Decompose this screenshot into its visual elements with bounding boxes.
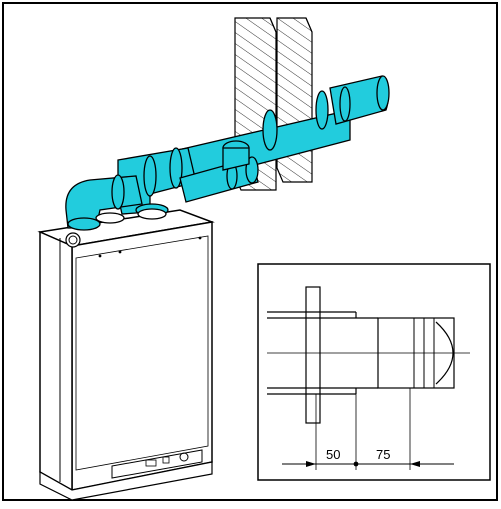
boiler-base bbox=[39, 461, 213, 501]
boiler bbox=[37, 209, 215, 501]
exhaust-terminal-end bbox=[376, 75, 390, 111]
flue-pipes bbox=[65, 75, 390, 231]
detail-wall-plate bbox=[305, 286, 321, 424]
detail-frame bbox=[257, 263, 491, 481]
dimension-label-75: 75 bbox=[376, 447, 390, 462]
boiler-control-knob bbox=[179, 452, 189, 462]
connection-front bbox=[67, 217, 101, 231]
exhaust-pipe-rear-collar bbox=[262, 109, 278, 151]
boiler-display bbox=[145, 459, 157, 467]
boiler-indicator bbox=[162, 456, 170, 464]
dimension-label-50: 50 bbox=[326, 447, 340, 462]
boiler-front-panel bbox=[75, 235, 209, 471]
detail-inset: 50 75 bbox=[257, 263, 491, 481]
boiler-front bbox=[71, 221, 213, 491]
dimension-midpoint bbox=[353, 461, 359, 467]
boiler-top-connection bbox=[65, 232, 81, 248]
boiler-side bbox=[39, 230, 73, 492]
